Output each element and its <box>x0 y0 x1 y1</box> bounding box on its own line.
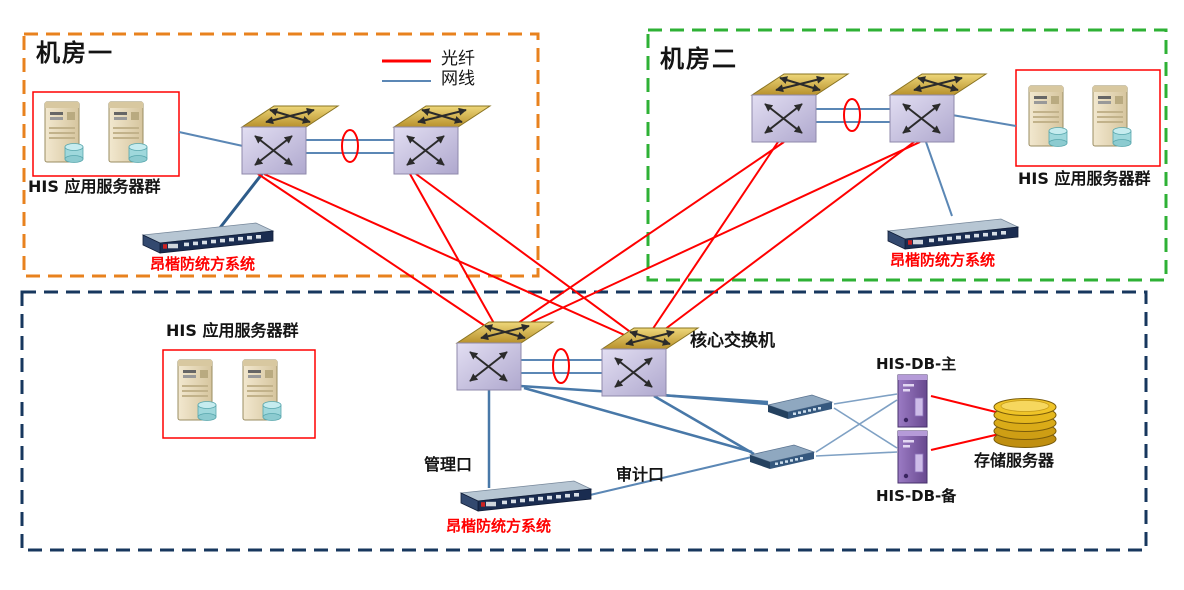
firewall-appliance-icon <box>142 222 274 254</box>
link-aggregation-ring <box>552 348 570 384</box>
cable-links <box>178 108 1017 496</box>
core-switch-icon <box>457 322 553 390</box>
room2-boundary <box>646 28 1168 282</box>
legend-fiber-label: 光纤 <box>441 49 475 69</box>
room1-boundary <box>22 32 540 278</box>
db-standby-server-icon <box>897 430 928 484</box>
room1-title: 机房一 <box>36 39 114 67</box>
his-server-icon <box>44 101 84 163</box>
link-aggregation-ring <box>341 129 359 163</box>
core-switch-label: 核心交换机 <box>690 331 775 351</box>
storage-disk-icon <box>993 398 1057 448</box>
room1-server-group-label: HIS 应用服务器群 <box>28 177 161 196</box>
room2-title: 机房二 <box>660 45 738 73</box>
core-switch-icon <box>602 328 698 396</box>
aggregation-rings <box>341 98 861 384</box>
his-server-icon <box>1028 85 1068 147</box>
access-switch-icon <box>767 394 833 420</box>
room2-server-group-label: HIS 应用服务器群 <box>1018 169 1151 188</box>
his-server-icon <box>108 101 148 163</box>
switch-icon <box>394 106 490 174</box>
audit-port-label: 审计口 <box>616 465 665 484</box>
core-firewall-label: 昂楷防统方系统 <box>446 517 552 535</box>
db-standby-label: HIS-DB-备 <box>876 487 957 505</box>
server-group-box <box>162 349 316 439</box>
management-port-label: 管理口 <box>424 455 473 474</box>
switch-icon <box>890 74 986 142</box>
core-room-boundary <box>20 290 1148 552</box>
fiber-links <box>257 141 1009 451</box>
storage-label: 存储服务器 <box>974 451 1055 470</box>
his-server-icon <box>177 359 217 421</box>
his-server-icon <box>1092 85 1132 147</box>
access-switch-icon <box>749 444 815 470</box>
room2-firewall-label: 昂楷防统方系统 <box>890 251 996 269</box>
firewall-appliance-icon <box>887 218 1019 250</box>
link-aggregation-ring <box>843 98 861 132</box>
server-group-box <box>32 91 180 177</box>
db-primary-label: HIS-DB-主 <box>876 355 957 373</box>
room1-firewall-label: 昂楷防统方系统 <box>150 255 256 273</box>
core-server-group-label: HIS 应用服务器群 <box>166 321 299 340</box>
legend-cable-label: 网线 <box>441 69 475 89</box>
db-primary-server-icon <box>897 374 928 428</box>
his-server-icon <box>242 359 282 421</box>
server-group-box <box>1015 69 1161 167</box>
firewall-appliance-icon <box>460 480 592 512</box>
